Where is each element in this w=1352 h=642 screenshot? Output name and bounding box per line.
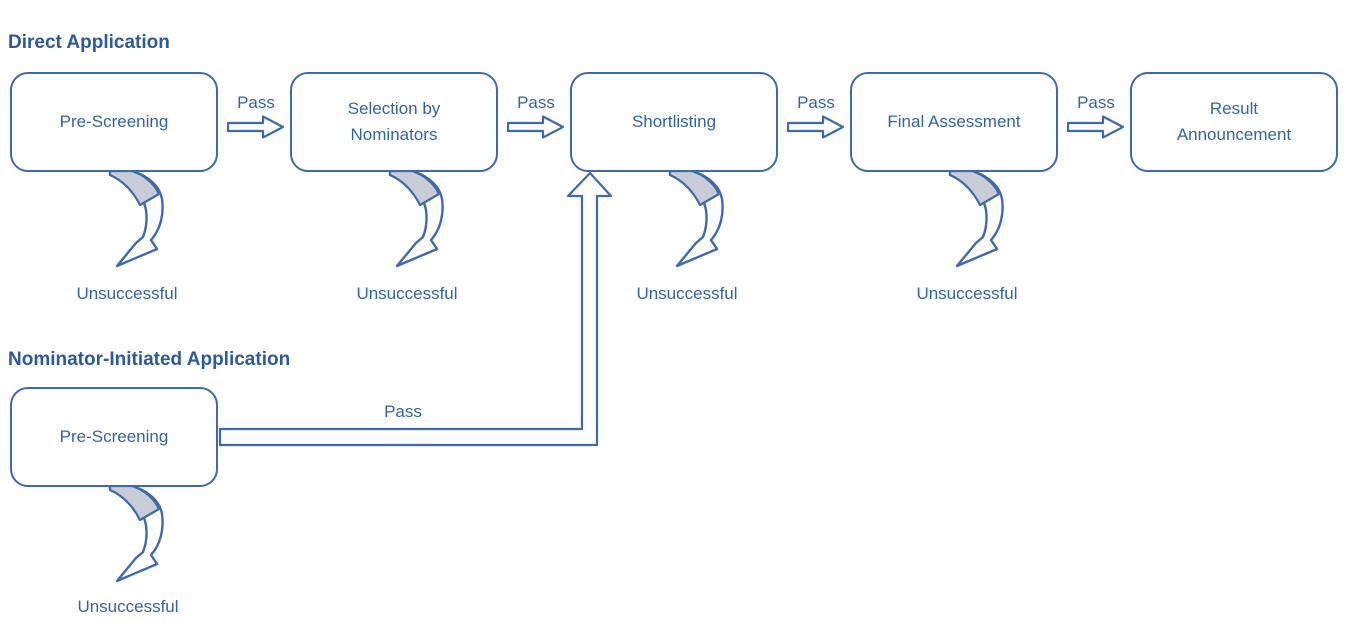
unsuccessful-label: Unsuccessful	[77, 597, 179, 616]
curved-down-arrow-icon	[668, 171, 724, 268]
pass-label: Pass	[1077, 93, 1115, 112]
step-box-shortlisting: Shortlisting	[570, 72, 778, 172]
curved-down-arrow-icon	[388, 171, 444, 268]
unsuccessful-label: Unsuccessful	[76, 284, 178, 303]
curved-down-arrow-icon	[948, 171, 1004, 268]
step-label: Result Announcement	[1176, 98, 1292, 144]
section-title-direct-application: Direct Application	[8, 32, 170, 53]
right-arrow-icon	[227, 115, 285, 139]
unsuccessful-label: Unsuccessful	[636, 284, 738, 303]
pass-connector-2: Pass	[504, 92, 568, 139]
step-label: Selection by Nominators	[347, 98, 441, 144]
section-title-nominator-initiated-application: Nominator-Initiated Application	[8, 349, 291, 370]
right-arrow-icon	[787, 115, 845, 139]
step-box-selection-by-nominators: Selection by Nominators	[290, 72, 498, 172]
unsuccessful-label: Unsuccessful	[916, 284, 1018, 303]
pass-label: Pass	[797, 93, 835, 112]
curved-down-arrow-icon	[108, 486, 164, 583]
step-box-pre-screening-direct: Pre-Screening	[10, 72, 218, 172]
curved-down-arrow-icon	[108, 171, 164, 268]
step-box-final-assessment: Final Assessment	[850, 72, 1058, 172]
pass-connector-4: Pass	[1064, 92, 1128, 139]
pass-connector-3: Pass	[784, 92, 848, 139]
pass-label: Pass	[517, 93, 555, 112]
pass-label: Pass	[384, 402, 422, 421]
step-label: Final Assessment	[887, 111, 1021, 131]
pass-connector-1: Pass	[224, 92, 288, 139]
right-arrow-icon	[507, 115, 565, 139]
elbow-up-arrow-icon	[218, 171, 613, 447]
step-label: Pre-Screening	[59, 111, 169, 131]
pass-label: Pass	[237, 93, 275, 112]
step-label: Pre-Screening	[59, 426, 169, 446]
step-box-result-announcement: Result Announcement	[1130, 72, 1338, 172]
unsuccessful-label: Unsuccessful	[356, 284, 458, 303]
step-box-pre-screening-nominator: Pre-Screening	[10, 387, 218, 487]
step-label: Shortlisting	[631, 111, 717, 131]
right-arrow-icon	[1067, 115, 1125, 139]
